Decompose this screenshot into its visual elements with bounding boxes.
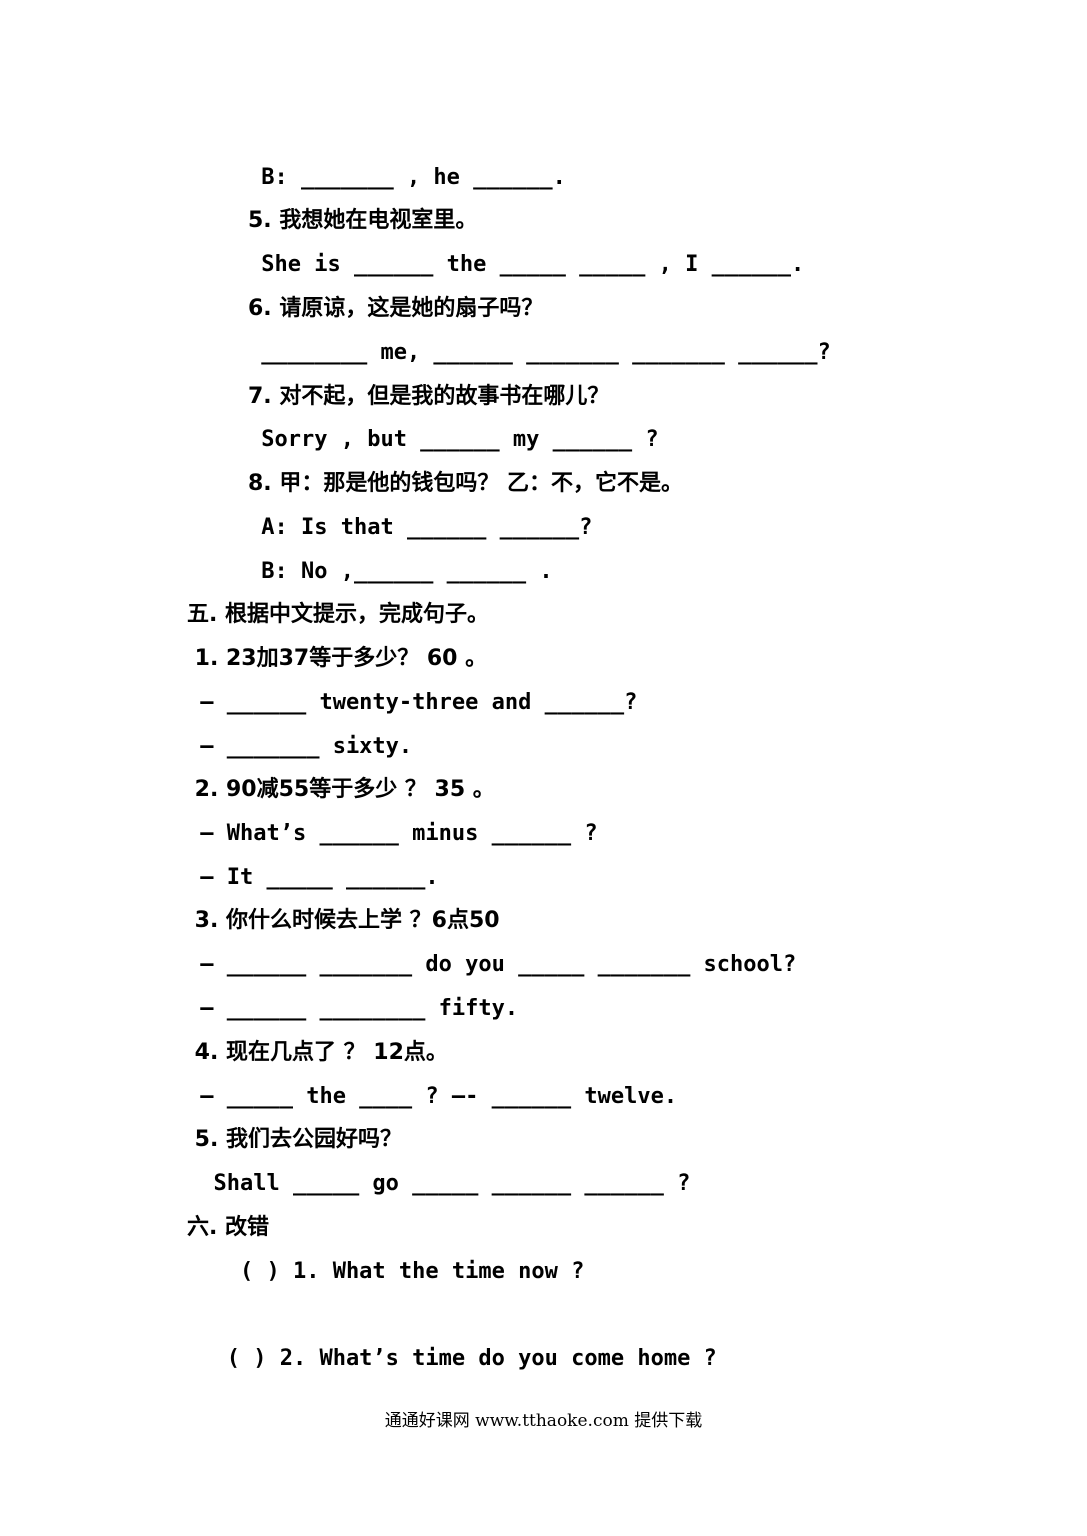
question-7-chinese: 7. 对不起，但是我的故事书在哪儿？ xyxy=(248,384,610,409)
section-5-q4-line1: — _____ the ____ ? —- ______ twelve. xyxy=(187,1084,678,1109)
page-footer: 通通好课网 www.tthaoke.com 提供下载 xyxy=(384,1411,703,1431)
section-5-q2-chinese: 2. 90减55等于多少 ？ 35 。 xyxy=(187,777,495,802)
question-5-chinese: 5. 我想她在电视室里。 xyxy=(248,208,478,233)
section-6-q2: ( ) 2. What’s time do you come home ? xyxy=(187,1346,717,1371)
question-8-a: A: Is that ______ ______? xyxy=(248,515,593,540)
section-5-q1-line1: — ______ twenty-three and ______? xyxy=(187,690,638,715)
section-6-q1: ( ) 1. What the time now ? xyxy=(187,1259,585,1284)
section-5-q1-chinese: 1. 23加37等于多少？ 60 。 xyxy=(187,646,488,671)
section-5-q3-chinese: 3. 你什么时候去上学 ？6点50 xyxy=(187,908,500,933)
question-6-chinese: 6. 请原谅，这是她的扇子吗？ xyxy=(248,296,544,321)
section-5-q1-line2: — _______ sixty. xyxy=(187,734,413,759)
section-5-q4-chinese: 4. 现在几点了 ？ 12点。 xyxy=(187,1040,448,1065)
section-5-q2-line2: — It _____ ______. xyxy=(187,865,439,890)
section-5-q3-line1: — ______ _______ do you _____ _______ sc… xyxy=(187,952,797,977)
section-5-q5-chinese: 5. 我们去公园好吗？ xyxy=(187,1127,402,1152)
section-5-heading: 五. 根据中文提示，完成句子。 xyxy=(187,602,490,627)
question-7-english: Sorry , but ______ my ______ ? xyxy=(248,427,659,452)
section-6-heading: 六. 改错 xyxy=(187,1215,270,1240)
section-5-q5-line1: Shall _____ go _____ ______ ______ ? xyxy=(187,1171,691,1196)
question-8-b: B: No ,______ ______ . xyxy=(248,559,553,584)
exercise-line-b-answer: B: _______ , he ______. xyxy=(248,165,566,190)
question-5-english: She is ______ the _____ _____ , I ______… xyxy=(248,252,805,277)
section-5-q2-line1: — What’s ______ minus ______ ? xyxy=(187,821,598,846)
question-8-chinese: 8. 甲：那是他的钱包吗？ 乙：不，它不是。 xyxy=(248,471,683,496)
question-6-english: ________ me, ______ _______ _______ ____… xyxy=(248,340,831,365)
section-5-q3-line2: — ______ ________ fifty. xyxy=(187,996,519,1021)
